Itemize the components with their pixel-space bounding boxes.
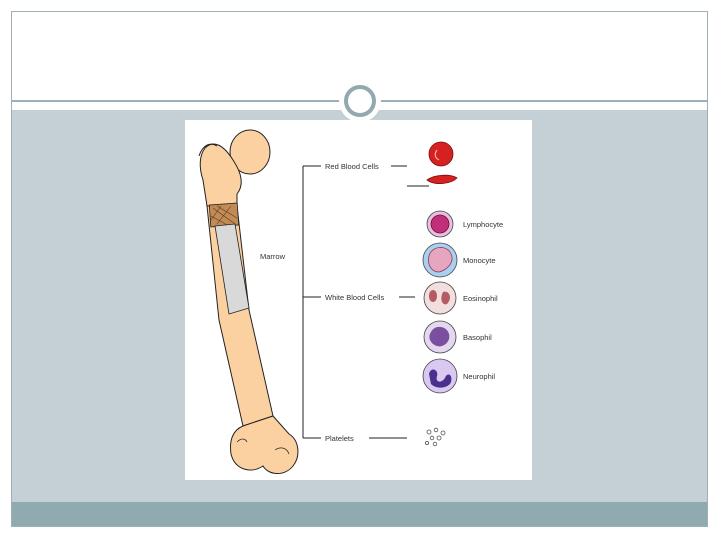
eosinophil-icon	[424, 282, 456, 314]
bone-diagram: Marrow Red Blood Cells White Blood Cells…	[185, 120, 532, 480]
platelets-label: Platelets	[325, 434, 354, 443]
red-blood-cell-icon	[427, 142, 457, 184]
basophil-icon	[424, 321, 456, 353]
lymphocyte-label: Lymphocyte	[463, 220, 503, 229]
bone-marrow-figure: Marrow Red Blood Cells White Blood Cells…	[185, 120, 532, 480]
marrow-label: Marrow	[260, 252, 286, 261]
basophil-label: Basophil	[463, 333, 492, 342]
bracket-lines	[303, 166, 429, 438]
neutrophil-icon	[423, 359, 457, 393]
white-blood-cells-label: White Blood Cells	[325, 293, 384, 302]
monocyte-icon	[423, 243, 457, 277]
footer-bar	[12, 502, 707, 526]
monocyte-label: Monocyte	[463, 256, 496, 265]
eosinophil-label: Eosinophil	[463, 294, 498, 303]
circle-ornament	[339, 80, 381, 122]
platelets-icon	[425, 428, 445, 446]
femur-bone	[199, 130, 298, 474]
lymphocyte-icon	[427, 211, 453, 237]
red-blood-cells-label: Red Blood Cells	[325, 162, 379, 171]
neutrophil-label: Neurophil	[463, 372, 495, 381]
